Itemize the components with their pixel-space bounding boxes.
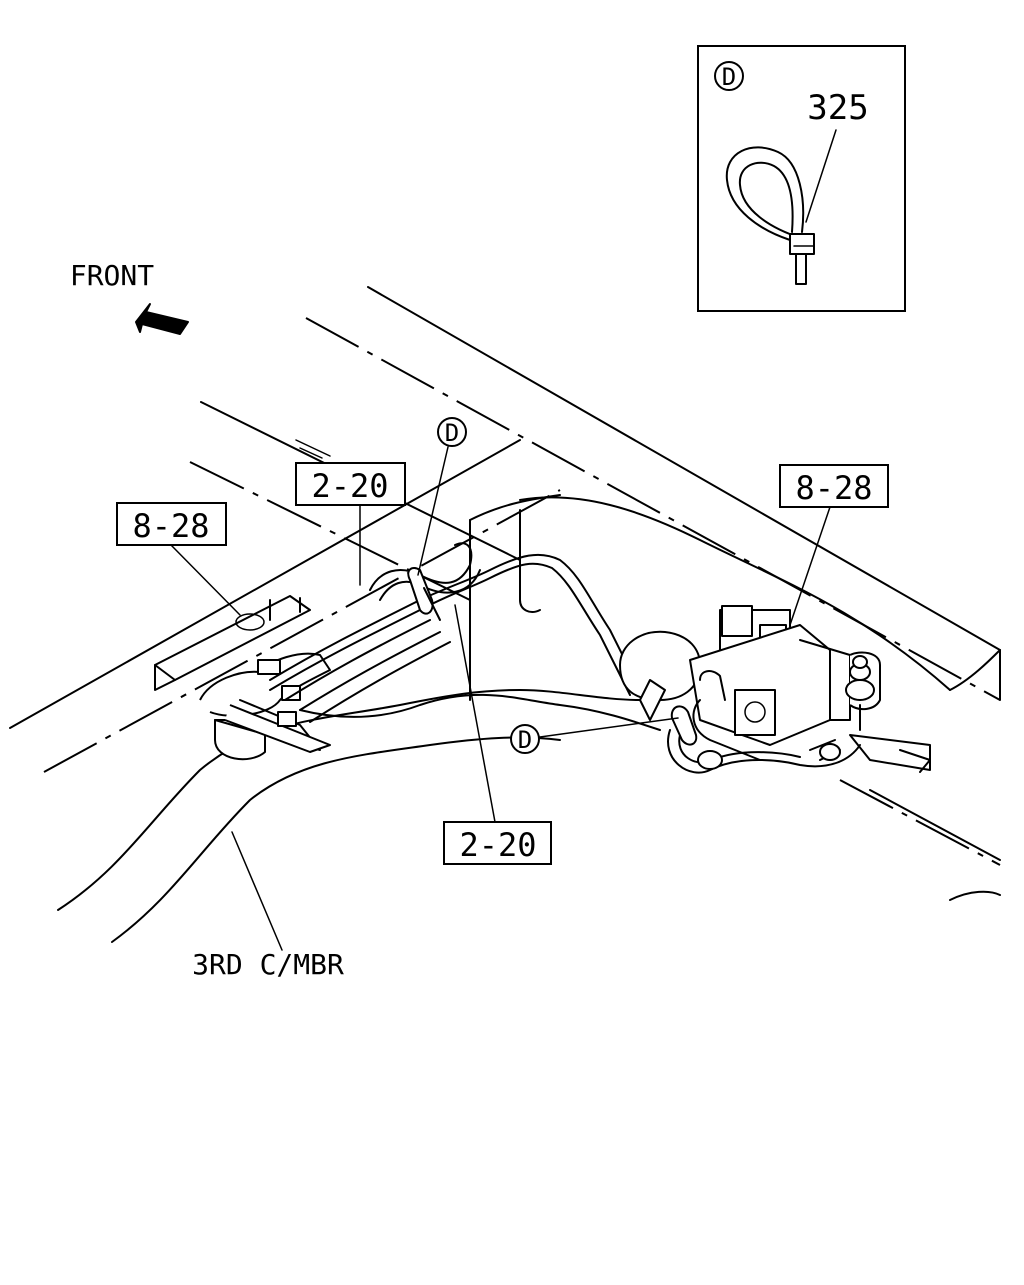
detail-callout-letter: D	[722, 63, 736, 91]
detail-callout: D	[714, 61, 744, 91]
pipe-bundle	[269, 542, 661, 731]
crossmember-leader	[231, 831, 283, 951]
ref-2-20-bottom-leader	[454, 604, 496, 823]
crossmember-outline	[57, 494, 951, 943]
callout-d-lower-letter: D	[518, 726, 532, 754]
crossmember-label: 3RD C/MBR	[192, 948, 344, 981]
ref-2-20-bottom-label: 2-20	[459, 826, 536, 864]
callout-d-lower-leader	[539, 717, 679, 738]
ref-2-20-bottom: 2-20	[443, 604, 552, 865]
front-arrow-icon	[135, 303, 189, 335]
callout-d-upper-leader	[417, 446, 449, 576]
crossmember-callout: 3RD C/MBR	[192, 831, 344, 981]
ref-8-28-left-label: 8-28	[132, 507, 209, 545]
cable-tie-icon	[725, 146, 815, 285]
frame-rails	[9, 286, 1001, 901]
detail-leader	[805, 129, 837, 223]
valve-assembly	[619, 605, 931, 774]
front-indicator: FRONT	[70, 259, 189, 335]
detail-inset: D 325	[697, 45, 906, 312]
callout-d-upper-letter: D	[445, 419, 459, 447]
detail-part-number: 325	[807, 88, 868, 128]
ref-2-20-top-label: 2-20	[311, 467, 388, 505]
ref-8-28-right-leader	[789, 506, 831, 626]
ref-2-20-top: 2-20	[295, 462, 406, 586]
ref-8-28-left-leader	[170, 544, 241, 616]
callout-d-upper: D	[417, 417, 467, 576]
ref-8-28-right: 8-28	[779, 464, 889, 626]
ref-8-28-left: 8-28	[116, 502, 241, 616]
left-bracket-assembly	[154, 595, 331, 761]
callout-d-lower: D	[510, 717, 679, 754]
front-label: FRONT	[70, 259, 154, 292]
ref-8-28-right-label: 8-28	[795, 469, 872, 507]
